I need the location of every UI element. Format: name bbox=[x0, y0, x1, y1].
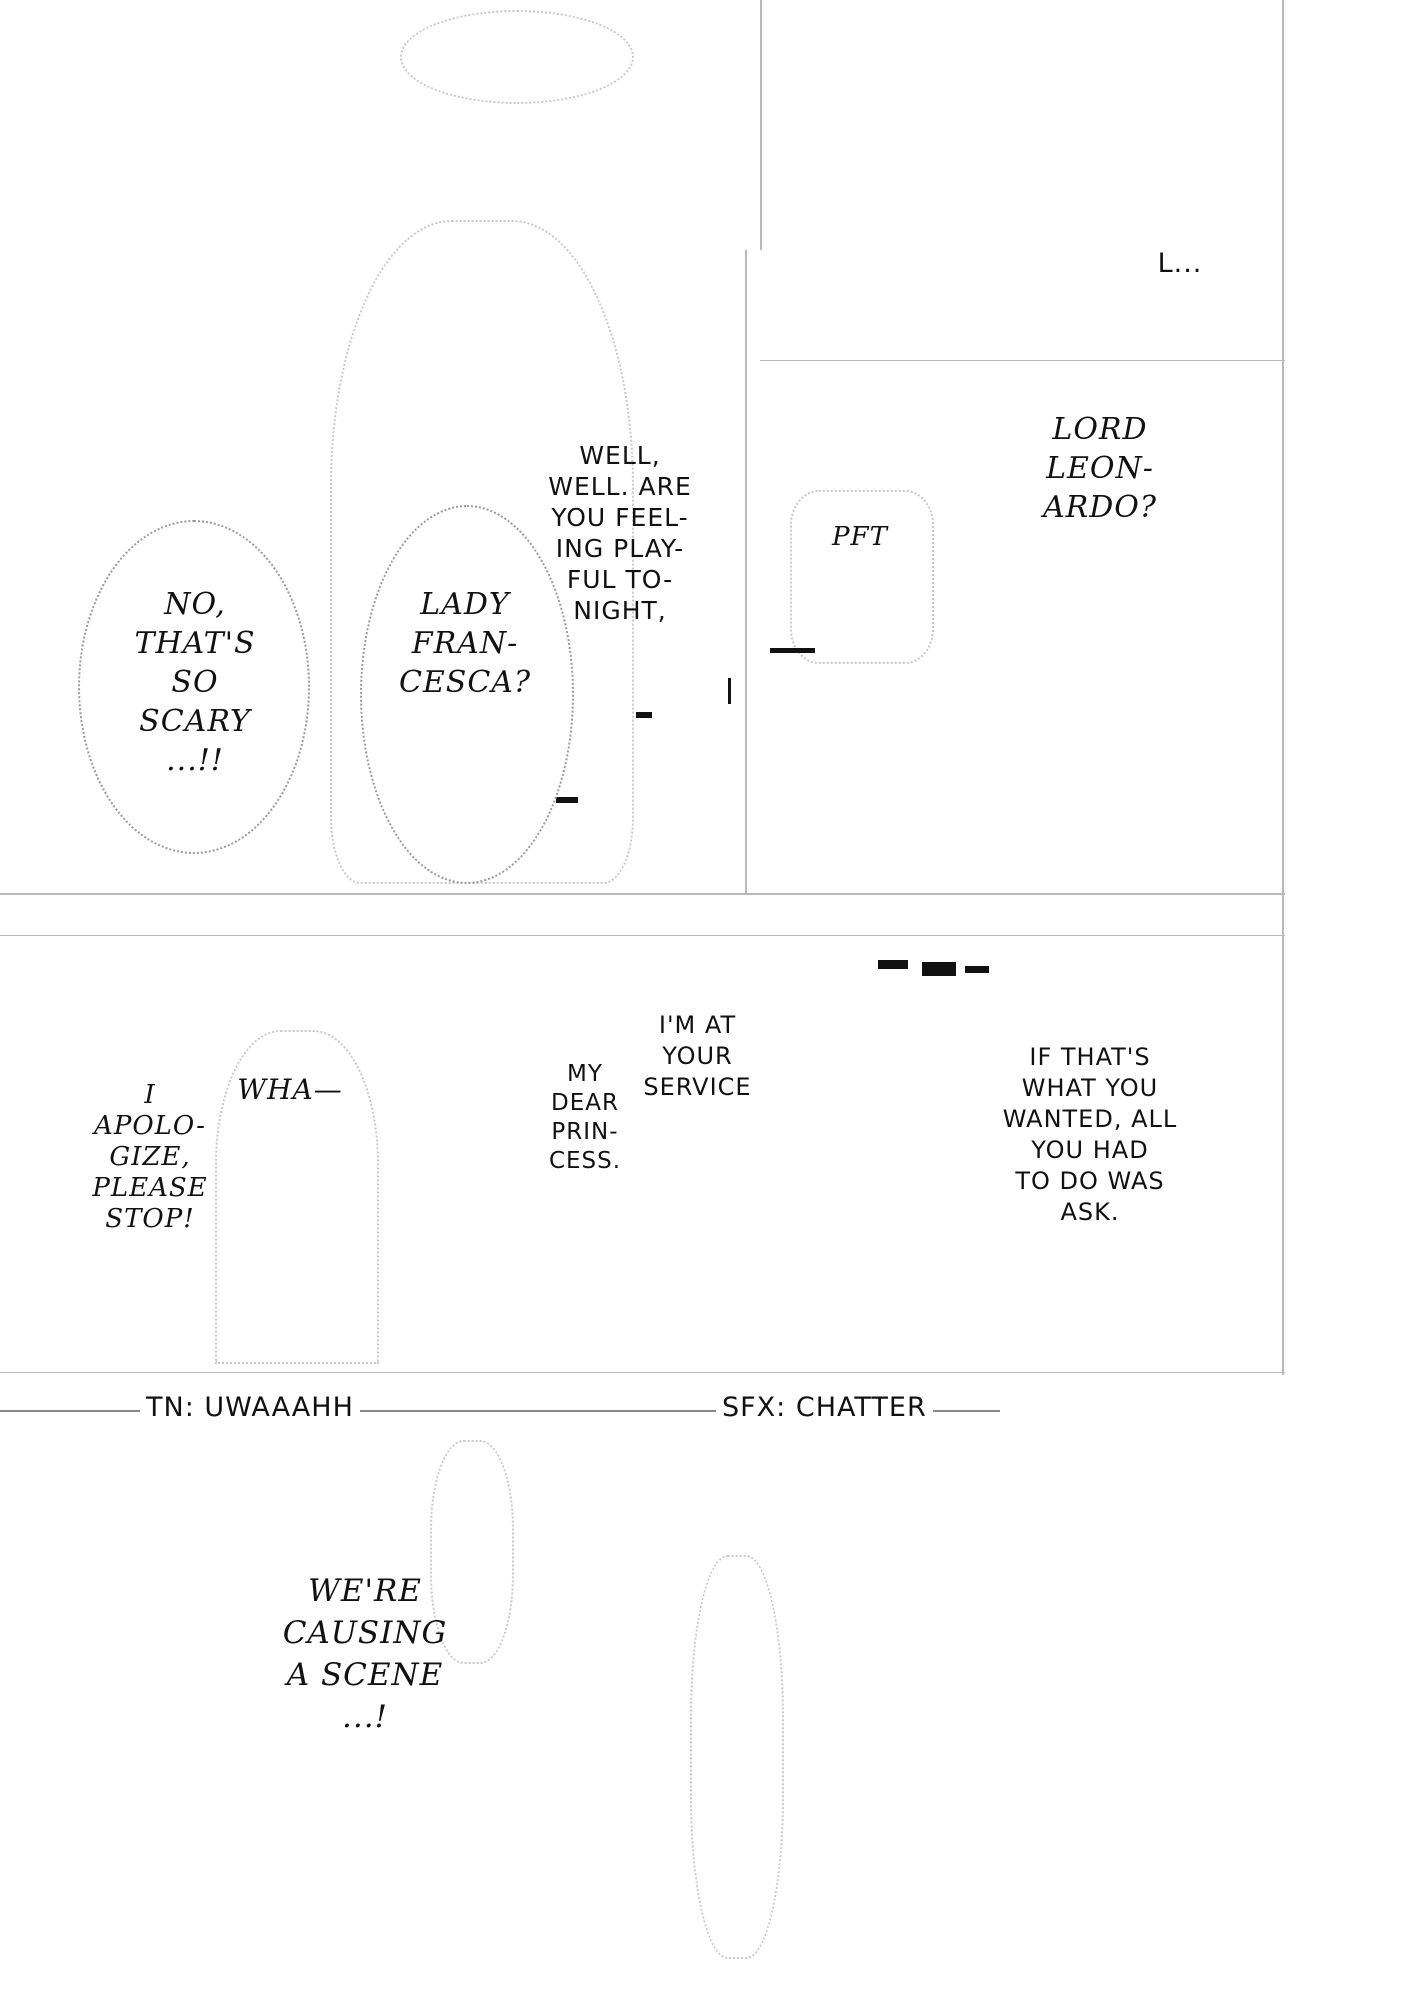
ink-mark bbox=[770, 648, 815, 653]
figure-sketch bbox=[400, 10, 634, 104]
speech-bubble bbox=[360, 505, 574, 884]
speech-text: WELL, WELL. ARE YOU FEEL- ING PLAY- FUL … bbox=[548, 441, 692, 625]
speech-text: LADY FRAN- CESCA? bbox=[398, 587, 532, 700]
speech-text: WE'RE CAUSING A SCENE ...! bbox=[282, 1573, 448, 1735]
speech-text: MY DEAR PRIN- CESS. bbox=[548, 1061, 622, 1174]
panel-border bbox=[760, 0, 762, 250]
figure-sketch bbox=[690, 1555, 784, 1959]
ink-mark bbox=[636, 712, 652, 718]
panel-border bbox=[760, 360, 1285, 361]
panel-border bbox=[1282, 0, 1284, 1375]
figure-sketch bbox=[330, 220, 634, 884]
sfx-text: PFT bbox=[832, 522, 888, 552]
speech-text: I'M AT YOUR SERVICE bbox=[643, 1011, 752, 1101]
speech-text: LORD LEON- ARDO? bbox=[1043, 412, 1157, 525]
panel-border bbox=[745, 250, 747, 895]
note-rule bbox=[0, 1410, 1000, 1412]
speech-text: L... bbox=[1157, 248, 1203, 279]
speech-text: IF THAT'S WHAT YOU WANTED, ALL YOU HAD T… bbox=[1002, 1043, 1178, 1226]
ink-mark bbox=[728, 678, 731, 704]
panel-border bbox=[0, 935, 1285, 936]
speech-text: WHA— bbox=[237, 1073, 343, 1106]
speech-bubble bbox=[78, 520, 310, 854]
panel-border bbox=[0, 893, 1285, 895]
translation-note: TN: UWAAAHH bbox=[140, 1392, 360, 1423]
figure-sketch bbox=[790, 490, 934, 664]
ink-mark bbox=[556, 797, 578, 803]
speech-text: NO, THAT'S SO SCARY ...!! bbox=[134, 587, 256, 778]
figure-sketch bbox=[215, 1030, 379, 1364]
ink-mark bbox=[965, 966, 989, 973]
ink-mark bbox=[878, 960, 908, 969]
sfx-note: SFX: CHATTER bbox=[716, 1392, 933, 1423]
figure-sketch bbox=[430, 1440, 514, 1664]
panel-border bbox=[0, 1372, 1285, 1373]
ink-mark bbox=[922, 962, 956, 976]
speech-text: I APOLO- GIZE, PLEASE STOP! bbox=[92, 1080, 208, 1234]
